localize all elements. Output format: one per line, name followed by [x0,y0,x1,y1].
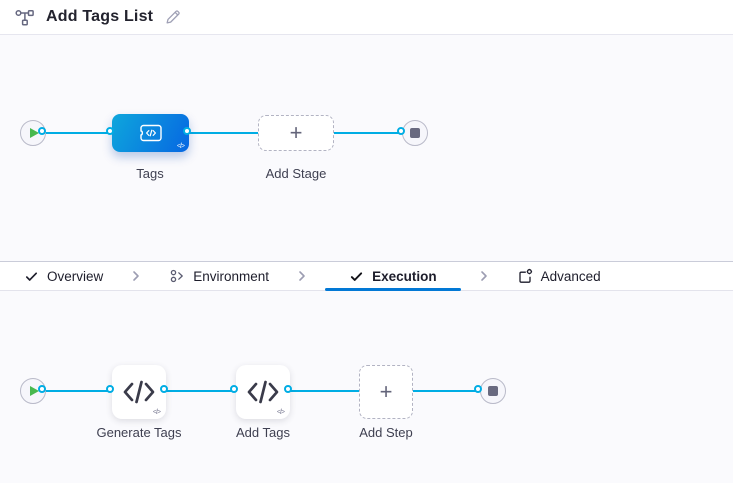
port [397,127,405,135]
stage-canvas: </> + Tags Add Stage [0,35,733,261]
chevron-right-icon [129,269,143,283]
execution-end-node [480,378,506,404]
code-badge-icon: </> [276,409,285,416]
execution-canvas: </> </> + Generate Tags Add Tags Add Ste… [0,291,733,483]
stage-config-tabs: Overview Environment Execution [0,261,733,291]
play-icon [30,386,39,396]
environment-icon [169,268,185,284]
chevron-right-icon [477,269,491,283]
stop-icon [410,128,420,138]
active-tab-underline [325,288,461,291]
port [474,385,482,393]
step-label: Add Tags [236,425,290,440]
page-title: Add Tags List [46,8,154,25]
port [160,385,168,393]
step-label: Generate Tags [96,425,182,440]
tab-overview[interactable]: Overview [14,262,113,290]
port [230,385,238,393]
port [284,385,292,393]
stop-icon [488,386,498,396]
code-step-icon [122,379,156,405]
port [106,385,114,393]
step-node-add-tags[interactable]: </> [236,365,290,419]
port [183,127,191,135]
check-icon [24,269,39,284]
add-stage-label: Add Stage [265,166,327,181]
play-icon [30,128,39,138]
port [38,127,46,135]
step-node-generate-tags[interactable]: </> [112,365,166,419]
edit-title-button[interactable] [165,9,181,25]
add-stage-button[interactable]: + [258,115,334,151]
panel-gear-icon [517,268,533,284]
add-step-button[interactable]: + [359,365,413,419]
stage-flow-line [44,132,404,134]
tab-label: Execution [372,268,437,284]
plus-icon: + [379,379,393,404]
add-step-label: Add Step [359,425,413,440]
code-badge-icon: </> [152,409,161,416]
plus-icon: + [289,120,303,145]
pipeline-icon [14,7,36,27]
tab-execution[interactable]: Execution [325,262,461,291]
custom-stage-icon [137,121,165,145]
tab-label: Advanced [540,268,601,284]
check-icon [349,269,364,284]
stage-label: Tags [136,166,164,181]
code-badge-icon: </> [176,143,185,150]
tab-label: Environment [193,268,270,284]
stage-end-node [402,120,428,146]
chevron-right-icon [295,269,309,283]
port [106,127,114,135]
pencil-icon [165,9,181,25]
pipeline-header: Add Tags List [0,0,733,35]
port [38,385,46,393]
tab-environment[interactable]: Environment [159,262,279,290]
tab-label: Overview [47,268,104,284]
stage-node-tags[interactable]: </> [112,114,189,152]
tab-advanced[interactable]: Advanced [507,262,611,290]
code-step-icon [246,379,280,405]
